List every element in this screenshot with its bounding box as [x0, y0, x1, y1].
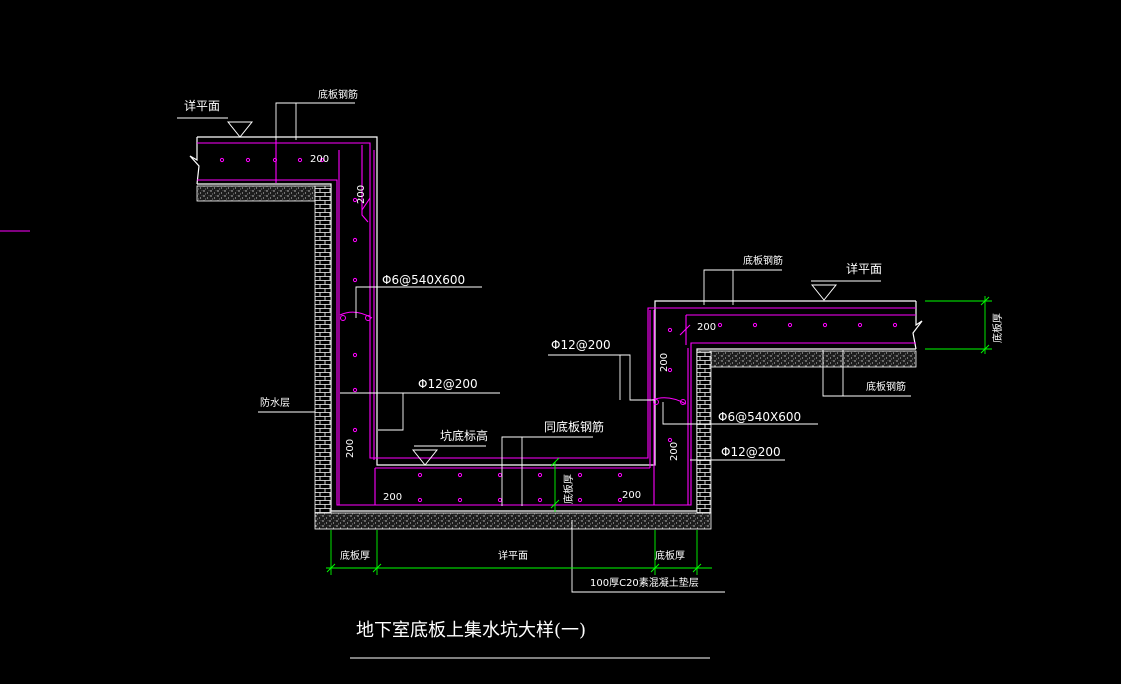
left-wall-dim-200: 200 — [345, 439, 356, 458]
stirrup-label: Φ6@540X600 — [382, 273, 465, 287]
cushion-layer — [196, 185, 917, 530]
dimension-lines — [326, 296, 992, 575]
rebar-dots — [219, 157, 898, 503]
pit-floor-dim-left: 200 — [383, 492, 402, 503]
brick-wall — [314, 185, 712, 514]
pit-bottom-rebar-label: 同底板钢筋 — [544, 419, 604, 434]
right-top-rebar-label: 底板钢筋 — [743, 254, 783, 267]
left-plan-label: 详平面 — [184, 98, 220, 113]
pit-floor-dim-right: 200 — [622, 490, 641, 501]
left-wall-vertical-200: 200 — [356, 185, 367, 204]
right-plan-label: 详平面 — [846, 261, 882, 276]
pit-floor-thickness-label: 底板厚 — [562, 474, 575, 504]
dim-bottom-right: 底板厚 — [655, 549, 685, 562]
elevation-markers — [226, 121, 838, 466]
right-dim-200-top: 200 — [697, 322, 716, 333]
right-stirrup-label: Φ6@540X600 — [718, 410, 801, 424]
right-thickness-label: 底板厚 — [991, 313, 1004, 343]
right-wall-rebar-label-bottom: Φ12@200 — [721, 445, 781, 459]
leader-lines — [177, 102, 911, 593]
pit-bottom-elevation-label: 坑底标高 — [440, 428, 488, 443]
right-bottom-rebar-label: 底板钢筋 — [866, 380, 906, 393]
left-top-rebar-label: 底板钢筋 — [318, 88, 358, 101]
rebar-lines — [197, 140, 916, 506]
concrete-outline — [189, 136, 923, 512]
right-wall-dim-200: 200 — [659, 353, 670, 372]
left-dim-200: 200 — [310, 154, 329, 165]
waterproof-label: 防水层 — [260, 396, 290, 409]
dim-bottom-middle: 详平面 — [498, 549, 528, 562]
right-wall-rebar-label-top: Φ12@200 — [551, 338, 611, 352]
left-wall-rebar-label: Φ12@200 — [418, 377, 478, 391]
cushion-label: 100厚C20素混凝土垫层 — [590, 576, 699, 589]
drawing-title: 地下室底板上集水坑大样(一) — [356, 620, 586, 641]
dim-bottom-left: 底板厚 — [340, 549, 370, 562]
right-wall-dim-200-lower: 200 — [669, 442, 680, 461]
